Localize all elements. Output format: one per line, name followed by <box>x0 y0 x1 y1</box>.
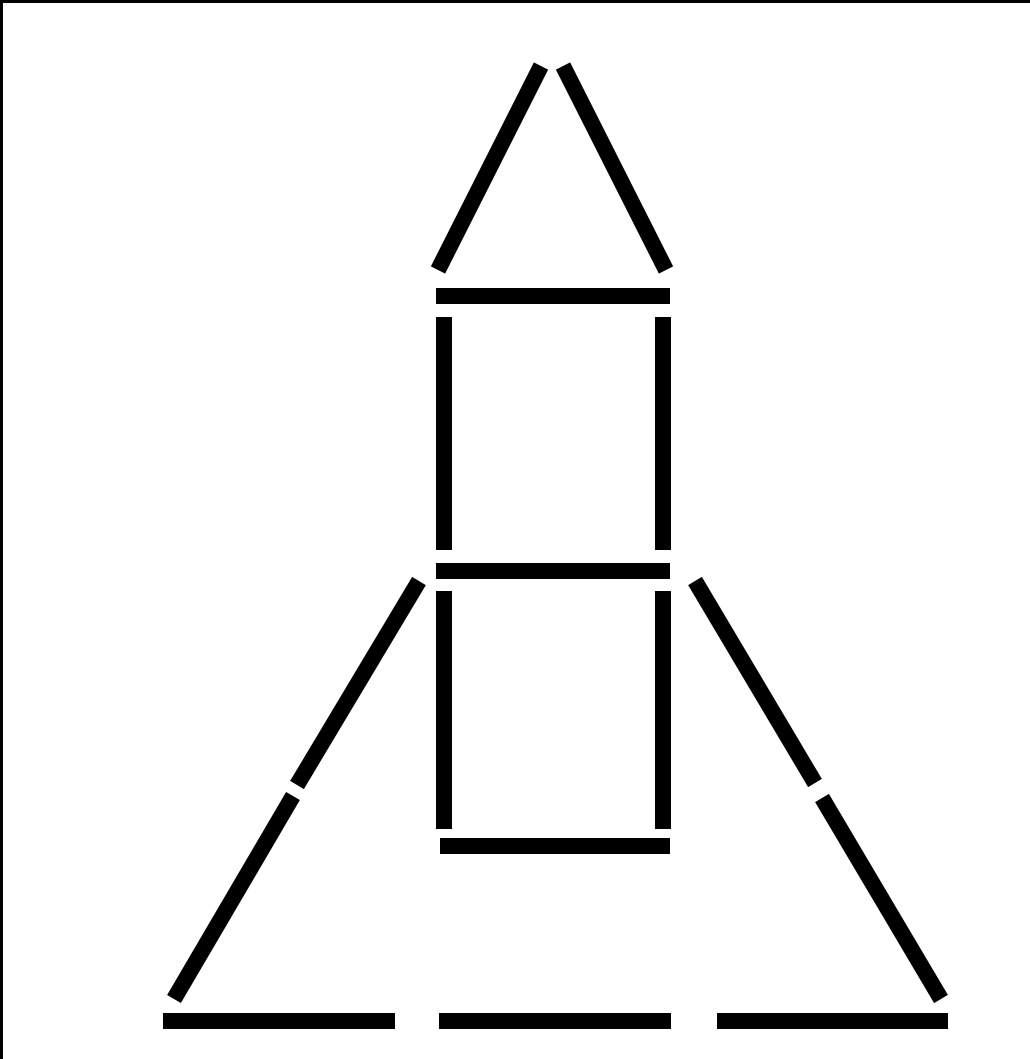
matchstick-rocket <box>3 3 1030 1059</box>
left-fin-upper-stick <box>297 581 419 785</box>
nose-cone-right-stick <box>563 66 666 270</box>
right-fin-upper-stick <box>695 581 815 783</box>
nose-cone-left-stick <box>438 66 541 270</box>
left-fin-lower-stick <box>174 796 293 999</box>
right-fin-lower-stick <box>822 798 941 999</box>
